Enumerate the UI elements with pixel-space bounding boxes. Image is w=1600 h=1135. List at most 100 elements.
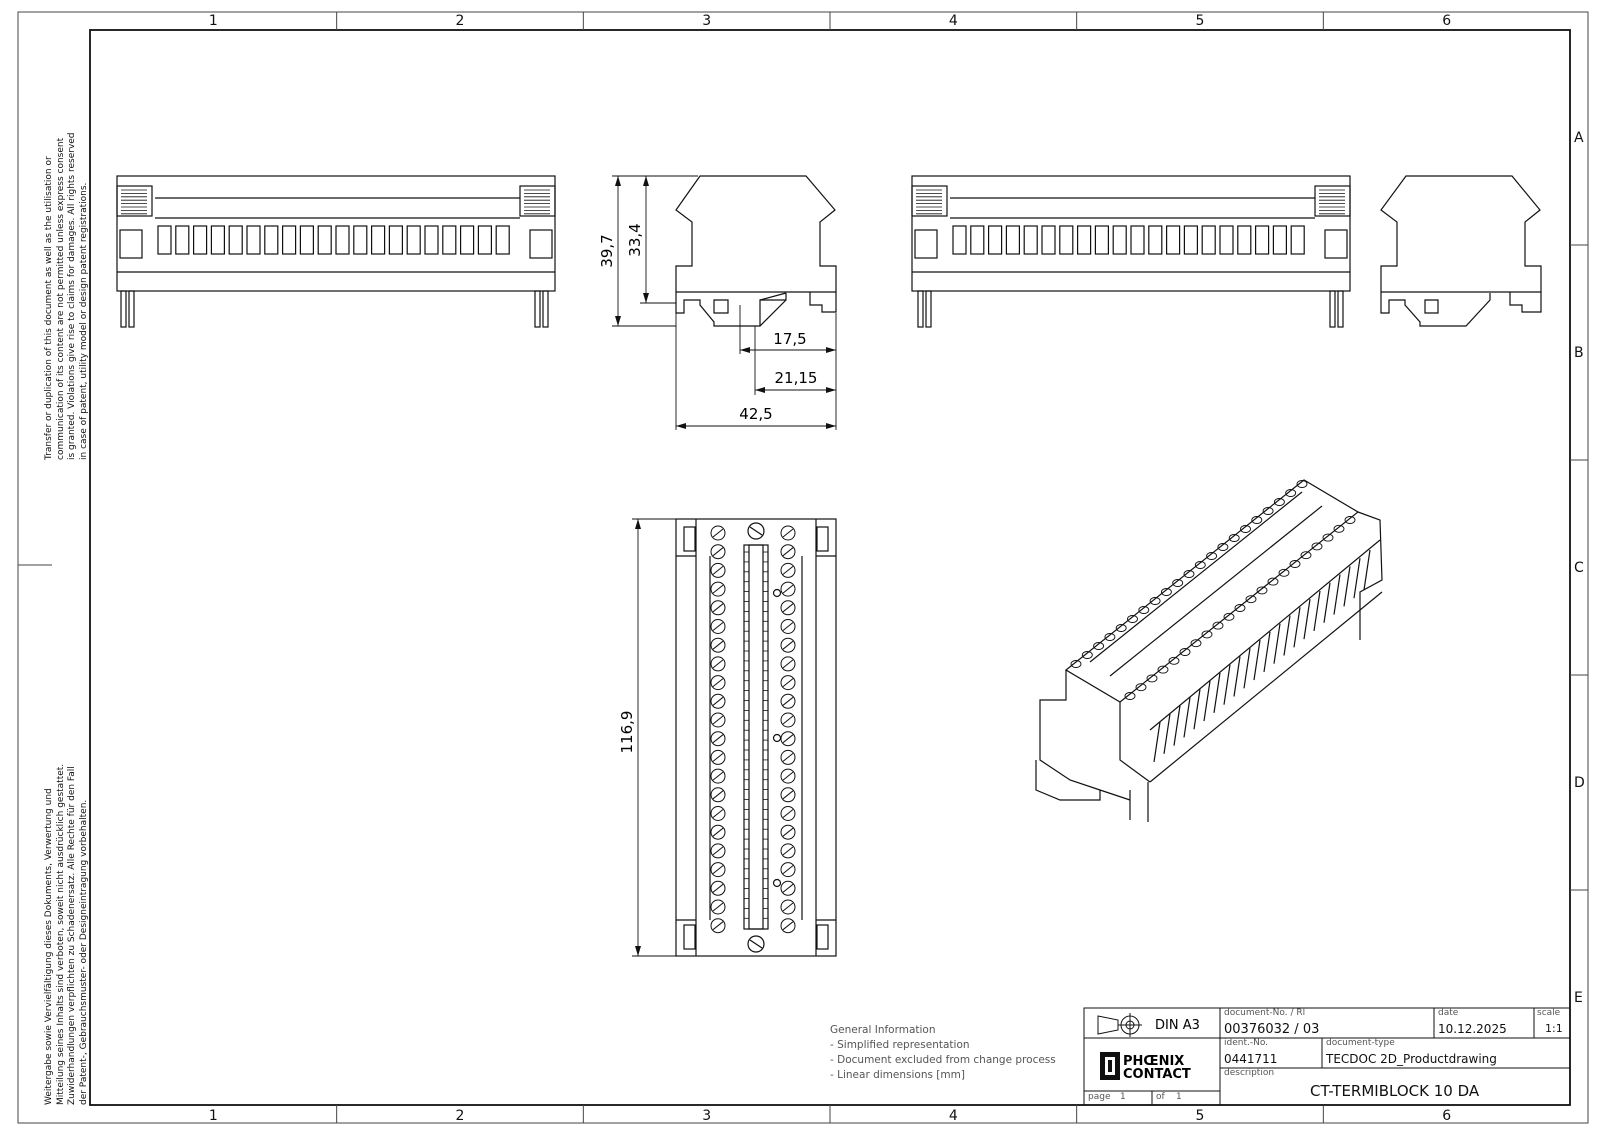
side-view <box>675 175 837 327</box>
screw-head <box>710 544 726 560</box>
grid-marks <box>336 12 1588 1123</box>
fin-line <box>1183 697 1191 738</box>
column-label: 6 <box>1442 13 1452 29</box>
terminal-hole <box>1160 588 1172 596</box>
terminal-tooth <box>210 225 225 255</box>
page-label: page <box>1088 1092 1111 1102</box>
terminal-tooth <box>353 225 368 255</box>
screw-head <box>780 637 796 653</box>
screw-head <box>780 525 796 541</box>
screw-head <box>780 562 796 578</box>
screw-head <box>710 600 726 616</box>
fin-line <box>1213 672 1221 713</box>
terminal-hole <box>1212 621 1224 630</box>
fin-line <box>1153 721 1161 763</box>
terminal-hole <box>1157 665 1169 674</box>
fin-line <box>1313 590 1321 632</box>
terminal-tooth <box>1094 225 1110 255</box>
column-label: 4 <box>948 13 958 29</box>
screw-slot <box>782 659 794 669</box>
screw-slot <box>782 846 794 856</box>
inner-border <box>89 29 1571 1106</box>
terminal-tooth <box>1290 225 1305 255</box>
terminal-hole <box>1201 630 1213 639</box>
screw-head <box>710 918 726 934</box>
screw-head <box>780 787 796 803</box>
terminal-hole <box>1223 612 1235 621</box>
terminal-hole <box>1194 561 1206 569</box>
terminal-hole <box>1179 648 1191 656</box>
logo-line1: PHŒNIX <box>1123 1054 1184 1069</box>
screw-slot <box>712 696 724 706</box>
terminal-hole <box>1285 489 1297 497</box>
terminal-tooth <box>228 225 243 255</box>
terminal-tooth <box>371 225 386 255</box>
note-line: Zuwiderhandlungen verpflichten zu Schade… <box>67 766 77 1105</box>
terminal-tooth <box>335 225 350 255</box>
terminal-tooth <box>1272 225 1288 255</box>
terminal-tooth <box>1023 225 1038 255</box>
screw-slot <box>782 827 794 837</box>
terminal-tooth <box>952 225 967 255</box>
of-number: 1 <box>1176 1092 1182 1102</box>
terminal-hole <box>1344 516 1356 524</box>
terminal-hole <box>1289 560 1301 568</box>
screw-head <box>780 843 796 859</box>
screw-head <box>710 525 726 541</box>
screw-head <box>710 749 726 765</box>
general-information: General Information - Simplified represe… <box>830 1023 1056 1083</box>
isometric-fins <box>1153 549 1371 763</box>
screw-head <box>780 581 796 597</box>
row-label: C <box>1574 559 1584 576</box>
screw-slot <box>712 640 724 650</box>
fin-line <box>1303 599 1311 640</box>
terminal-hole <box>1115 624 1127 632</box>
top-view <box>675 518 837 957</box>
dim-length: 116,9 <box>618 711 636 754</box>
terminal-tooth <box>282 225 297 255</box>
terminal-tooth <box>1201 225 1216 255</box>
screw-head <box>780 731 796 747</box>
screw-head <box>780 656 796 672</box>
terminal-hole <box>1149 597 1161 605</box>
note-line: in case of patent, utility model or desi… <box>78 182 89 460</box>
copyright-note-german: Weitergabe sowie Vervielfältigung dieses… <box>44 764 90 1105</box>
terminal-tooth <box>1219 225 1234 255</box>
screw-slot <box>782 603 794 613</box>
row-label: B <box>1574 344 1584 361</box>
screw-slot <box>782 528 794 538</box>
terminal-tooth <box>970 225 985 255</box>
screw-head <box>710 562 726 578</box>
column-label: 1 <box>208 1108 218 1124</box>
screw-slot <box>782 715 794 725</box>
fin-line <box>1253 640 1261 681</box>
description-label: description <box>1224 1068 1275 1078</box>
screw-slot <box>712 547 724 557</box>
column-label: 5 <box>1195 13 1205 29</box>
terminal-hole <box>1183 570 1195 578</box>
screw-slot <box>782 921 794 931</box>
screw-head <box>780 600 796 616</box>
screw-slot <box>782 622 794 631</box>
fin-line <box>1173 705 1181 746</box>
terminal-tooth <box>1059 225 1074 255</box>
column-label: 6 <box>1442 1108 1452 1124</box>
terminal-hole <box>1081 651 1093 659</box>
fin-line <box>1243 648 1251 689</box>
terminal-hole <box>1104 633 1116 641</box>
fin-line <box>1363 549 1371 591</box>
screw-head <box>710 787 726 803</box>
terminal-hole <box>1296 480 1308 488</box>
screw-slot <box>782 902 794 912</box>
screw-head <box>710 731 726 747</box>
screw-slot <box>782 640 794 650</box>
dimension-arrows <box>615 176 836 429</box>
terminal-hole <box>1262 507 1274 515</box>
screw-slot <box>712 566 724 575</box>
screw-head <box>780 768 796 784</box>
doc-no-label: document-No. / Rl <box>1224 1008 1306 1018</box>
screw-slot <box>712 827 724 837</box>
column-label: 1 <box>208 13 218 29</box>
general-info-title: General Information <box>830 1024 936 1036</box>
terminal-tooth <box>1254 225 1270 255</box>
